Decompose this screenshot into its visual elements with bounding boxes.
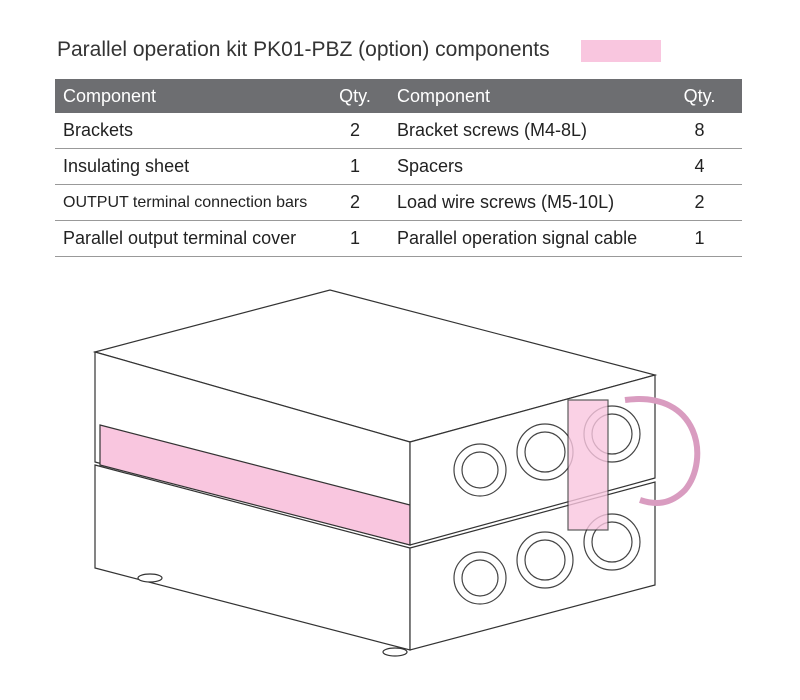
component-cell: Load wire screws (M5-10L) [389,184,657,221]
signal-cable [624,396,701,506]
qty-cell: 1 [657,220,742,257]
header-component: Component [389,79,657,113]
qty-cell: 8 [657,113,742,149]
header-component: Component [55,79,321,113]
bracket [567,399,609,531]
qty-cell: 2 [657,184,742,221]
header-qty: Qty. [657,79,742,113]
component-cell: Spacers [389,148,657,185]
component-cell: Parallel output terminal cover [55,220,321,257]
component-cell: OUTPUT terminal connection bars [55,184,321,221]
component-cell: Insulating sheet [55,148,321,185]
qty-cell: 1 [321,220,389,257]
component-cell: Parallel operation signal cable [389,220,657,257]
qty-cell: 2 [321,184,389,221]
page-title: Parallel operation kit PK01-PBZ (option)… [57,38,550,61]
highlight-legend-swatch [581,40,661,62]
component-cell: Brackets [55,113,321,149]
header-qty: Qty. [321,79,389,113]
qty-cell: 2 [321,113,389,149]
qty-cell: 4 [657,148,742,185]
qty-cell: 1 [321,148,389,185]
table-header: Component Qty. Component Qty. [55,79,742,113]
component-cell: Bracket screws (M4-8L) [389,113,657,149]
